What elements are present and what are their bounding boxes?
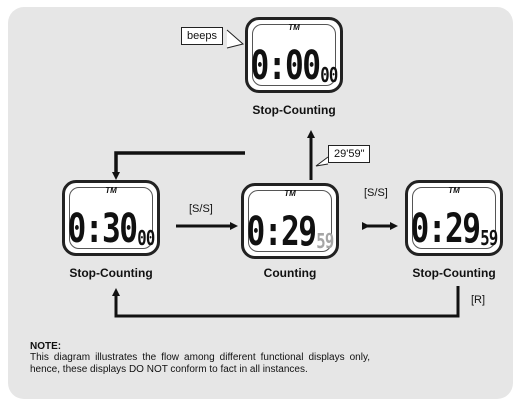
time-callout: 29'59" (328, 145, 371, 163)
display-digits: 0:30 00 (68, 197, 156, 249)
arrow-right-to-left (112, 286, 460, 318)
tm-mark: TM (448, 186, 460, 195)
beeps-callout: beeps (181, 27, 223, 45)
center-display: TM 0:29 59 (241, 183, 339, 259)
top-display-label: Stop-Counting (252, 103, 336, 117)
left-display-label: Stop-Counting (69, 266, 153, 280)
tm-mark: TM (288, 23, 300, 32)
left-display: TM 0:30 00 (62, 180, 160, 256)
center-display-label: Counting (263, 266, 317, 280)
display-digits: 0:00 00 (251, 34, 339, 86)
reset-label: [R] (471, 294, 486, 306)
right-display-label: Stop-Counting (412, 266, 496, 280)
sub-digits: 00 (137, 226, 155, 250)
tm-mark: TM (284, 189, 296, 198)
note-title: NOTE: (30, 341, 62, 352)
right-display: TM 0:29 59 (405, 180, 503, 256)
sub-digits: 00 (320, 63, 338, 87)
note-text: This diagram illustrates the flow among … (30, 352, 370, 375)
main-digits: 0:00 (250, 43, 321, 89)
main-digits: 0:30 (67, 206, 138, 252)
display-digits: 0:29 59 (247, 200, 335, 252)
top-display: TM 0:00 00 (245, 17, 343, 93)
main-digits: 0:29 (246, 209, 317, 255)
main-digits: 0:29 (410, 206, 481, 252)
time-callout-pointer (315, 156, 329, 167)
arrow-top-to-left (112, 151, 245, 180)
sub-digits: 59 (480, 226, 498, 250)
start-stop-label-2: [S/S] (364, 187, 388, 199)
display-digits: 0:29 59 (411, 197, 499, 249)
tm-mark: TM (105, 186, 117, 195)
start-stop-label: [S/S] (189, 203, 213, 215)
beeps-pointer (226, 29, 245, 49)
sub-digits: 59 (316, 229, 334, 253)
